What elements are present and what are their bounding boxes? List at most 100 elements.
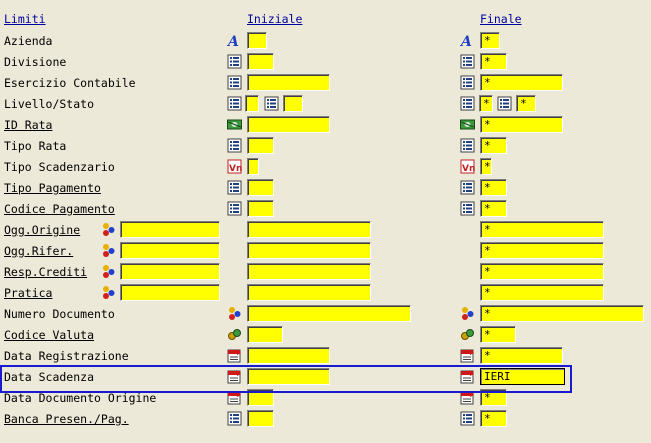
numero-documento-iniziale-icon[interactable] [227, 306, 242, 321]
row-ogg-origine: Ogg.Origine* [0, 220, 651, 241]
tipo-pagamento-iniziale-icon[interactable] [227, 180, 242, 195]
livello-stato-finale-field[interactable]: * [479, 95, 493, 112]
data-registrazione-finale-icon[interactable] [460, 348, 475, 363]
banca-presen-pag-finale-field[interactable]: * [480, 410, 507, 427]
tipo-rata-finale-field[interactable]: * [480, 137, 507, 154]
pratica-lookup-icon[interactable] [101, 285, 116, 300]
ogg-origine-iniziale-field[interactable] [247, 221, 371, 238]
codice-pagamento-iniziale-icon[interactable] [227, 201, 242, 216]
pratica-finale-field[interactable]: * [480, 284, 604, 301]
divisione-finale-field[interactable]: * [480, 53, 507, 70]
livello-stato-iniziale-icon[interactable] [227, 96, 242, 111]
label-divisione: Divisione [4, 55, 67, 69]
numero-documento-finale-field[interactable]: * [480, 305, 644, 322]
row-tipo-rata: Tipo Rata* [0, 136, 651, 157]
ogg-origine-lookup-icon[interactable] [101, 222, 116, 237]
codice-pagamento-iniziale-field[interactable] [247, 200, 274, 217]
id-rata-finale-icon[interactable] [460, 117, 475, 132]
svg-text:A: A [460, 34, 472, 48]
resp-crediti-finale-field[interactable]: * [480, 263, 604, 280]
row-banca-presen-pag: Banca Presen./Pag.* [0, 409, 651, 430]
tipo-pagamento-finale-icon[interactable] [460, 180, 475, 195]
codice-pagamento-finale-icon[interactable] [460, 201, 475, 216]
data-documento-origine-iniziale-icon[interactable] [227, 390, 242, 405]
resp-crediti-iniziale-field[interactable] [247, 263, 371, 280]
codice-valuta-iniziale-icon[interactable] [227, 327, 242, 342]
tipo-pagamento-iniziale-field[interactable] [247, 179, 274, 196]
esercizio-contabile-finale-field[interactable]: * [480, 74, 563, 91]
esercizio-contabile-iniziale-icon[interactable] [227, 75, 242, 90]
resp-crediti-description-field[interactable] [120, 263, 220, 280]
banca-presen-pag-finale-icon[interactable] [460, 411, 475, 426]
tipo-rata-iniziale-icon[interactable] [227, 138, 242, 153]
data-documento-origine-finale-icon[interactable] [460, 390, 475, 405]
label-ogg-rifer: Ogg.Rifer. [4, 244, 74, 258]
data-scadenza-finale-icon[interactable] [460, 369, 475, 384]
tipo-scadenzario-iniziale-icon[interactable]: Vn [227, 159, 242, 174]
numero-documento-iniziale-field[interactable] [247, 305, 411, 322]
azienda-finale-icon[interactable]: A [460, 33, 475, 48]
ogg-rifer-lookup-icon[interactable] [101, 243, 116, 258]
label-pratica: Pratica [4, 286, 53, 300]
label-livello-stato: Livello/Stato [4, 97, 95, 111]
svg-text:Vn: Vn [462, 164, 475, 174]
label-numero-documento: Numero Documento [4, 307, 115, 321]
data-documento-origine-finale-field[interactable]: * [480, 389, 507, 406]
data-scadenza-iniziale-field[interactable] [247, 368, 330, 385]
livello-stato-finale-icon[interactable] [460, 96, 475, 111]
banca-presen-pag-iniziale-field[interactable] [247, 410, 274, 427]
divisione-iniziale-field[interactable] [247, 53, 274, 70]
pratica-iniziale-field[interactable] [247, 284, 371, 301]
livello-stato-iniziale-field[interactable] [245, 95, 259, 112]
ogg-rifer-iniziale-field[interactable] [247, 242, 371, 259]
data-registrazione-iniziale-icon[interactable] [227, 348, 242, 363]
livello-stato-iniziale-icon-2[interactable] [264, 96, 279, 111]
livello-stato-finale-icon-2[interactable] [497, 96, 512, 111]
label-data-documento-origine: Data Documento Origine [4, 391, 157, 405]
data-documento-origine-iniziale-field[interactable] [247, 389, 274, 406]
svg-text:A: A [227, 34, 239, 48]
data-registrazione-iniziale-field[interactable] [247, 347, 330, 364]
esercizio-contabile-finale-icon[interactable] [460, 75, 475, 90]
livello-stato-iniziale-field-2[interactable] [283, 95, 303, 112]
divisione-iniziale-icon[interactable] [227, 54, 242, 69]
row-livello-stato: Livello/Stato * * [0, 94, 651, 115]
codice-pagamento-finale-field[interactable]: * [480, 200, 507, 217]
label-azienda: Azienda [4, 34, 53, 48]
divisione-finale-icon[interactable] [460, 54, 475, 69]
azienda-iniziale-icon[interactable]: A [227, 33, 242, 48]
ogg-origine-finale-field[interactable]: * [480, 221, 604, 238]
codice-valuta-finale-icon[interactable] [460, 327, 475, 342]
data-scadenza-iniziale-icon[interactable] [227, 369, 242, 384]
tipo-rata-iniziale-field[interactable] [247, 137, 274, 154]
row-esercizio-contabile: Esercizio Contabile * [0, 73, 651, 94]
livello-stato-finale-field-2[interactable]: * [516, 95, 536, 112]
label-esercizio-contabile: Esercizio Contabile [4, 76, 136, 90]
tipo-scadenzario-finale-field[interactable]: * [480, 158, 492, 175]
esercizio-contabile-iniziale-field[interactable] [247, 74, 330, 91]
id-rata-finale-field[interactable]: * [480, 116, 563, 133]
banca-presen-pag-iniziale-icon[interactable] [227, 411, 242, 426]
azienda-iniziale-field[interactable] [247, 32, 267, 49]
id-rata-iniziale-icon[interactable] [227, 117, 242, 132]
azienda-finale-field[interactable]: * [480, 32, 500, 49]
tipo-scadenzario-iniziale-field[interactable] [247, 158, 259, 175]
ogg-origine-description-field[interactable] [120, 221, 220, 238]
row-tipo-pagamento: Tipo Pagamento* [0, 178, 651, 199]
pratica-description-field[interactable] [120, 284, 220, 301]
id-rata-iniziale-field[interactable] [247, 116, 330, 133]
data-scadenza-finale-field[interactable]: IERI [480, 368, 565, 385]
codice-valuta-iniziale-field[interactable] [247, 326, 283, 343]
ogg-rifer-description-field[interactable] [120, 242, 220, 259]
tipo-pagamento-finale-field[interactable]: * [480, 179, 507, 196]
ogg-rifer-finale-field[interactable]: * [480, 242, 604, 259]
tipo-rata-finale-icon[interactable] [460, 138, 475, 153]
data-registrazione-finale-field[interactable]: * [480, 347, 563, 364]
tipo-scadenzario-finale-icon[interactable]: Vn [460, 159, 475, 174]
codice-valuta-finale-field[interactable]: * [480, 326, 516, 343]
resp-crediti-lookup-icon[interactable] [101, 264, 116, 279]
numero-documento-finale-icon[interactable] [460, 306, 475, 321]
row-data-documento-origine: Data Documento Origine * [0, 388, 651, 409]
